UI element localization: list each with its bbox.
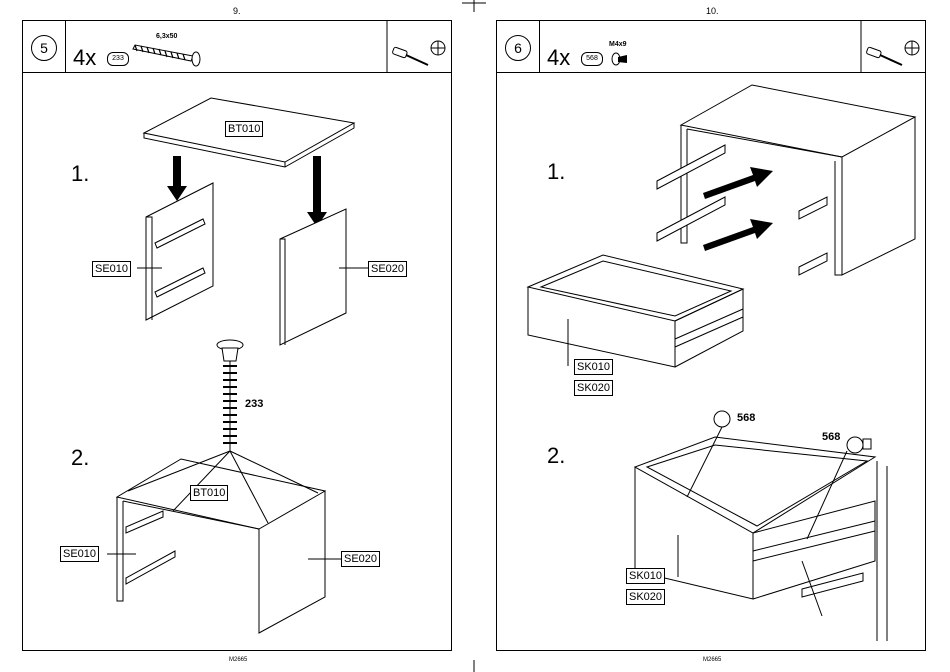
label-screw-233: 233: [245, 398, 263, 410]
step-6-sub-2: 2.: [547, 443, 565, 469]
label-bt010-assembled: BT010: [190, 485, 228, 501]
label-sk010: SK010: [574, 359, 613, 375]
label-sk010-open: SK010: [626, 568, 665, 584]
step-5-sub-2: 2.: [71, 445, 89, 471]
step-6-sub-1: 1.: [547, 159, 565, 185]
label-screw-568-a: 568: [737, 412, 755, 424]
step-5-sub-1: 1.: [71, 161, 89, 187]
step-6-illustration: [497, 21, 927, 652]
label-bt010: BT010: [225, 121, 263, 137]
label-sk020: SK020: [574, 380, 613, 396]
label-se010: SE010: [92, 261, 131, 277]
label-se020: SE020: [368, 261, 407, 277]
label-screw-568-b: 568: [822, 431, 840, 443]
label-se010-assembled: SE010: [60, 546, 99, 562]
step-6-panel: 6 4x 568 M4x9: [496, 20, 926, 651]
label-sk020-open: SK020: [626, 589, 665, 605]
label-se020-assembled: SE020: [341, 551, 380, 567]
step-5-panel: 5 4x 233 6,3x50: [22, 20, 452, 651]
